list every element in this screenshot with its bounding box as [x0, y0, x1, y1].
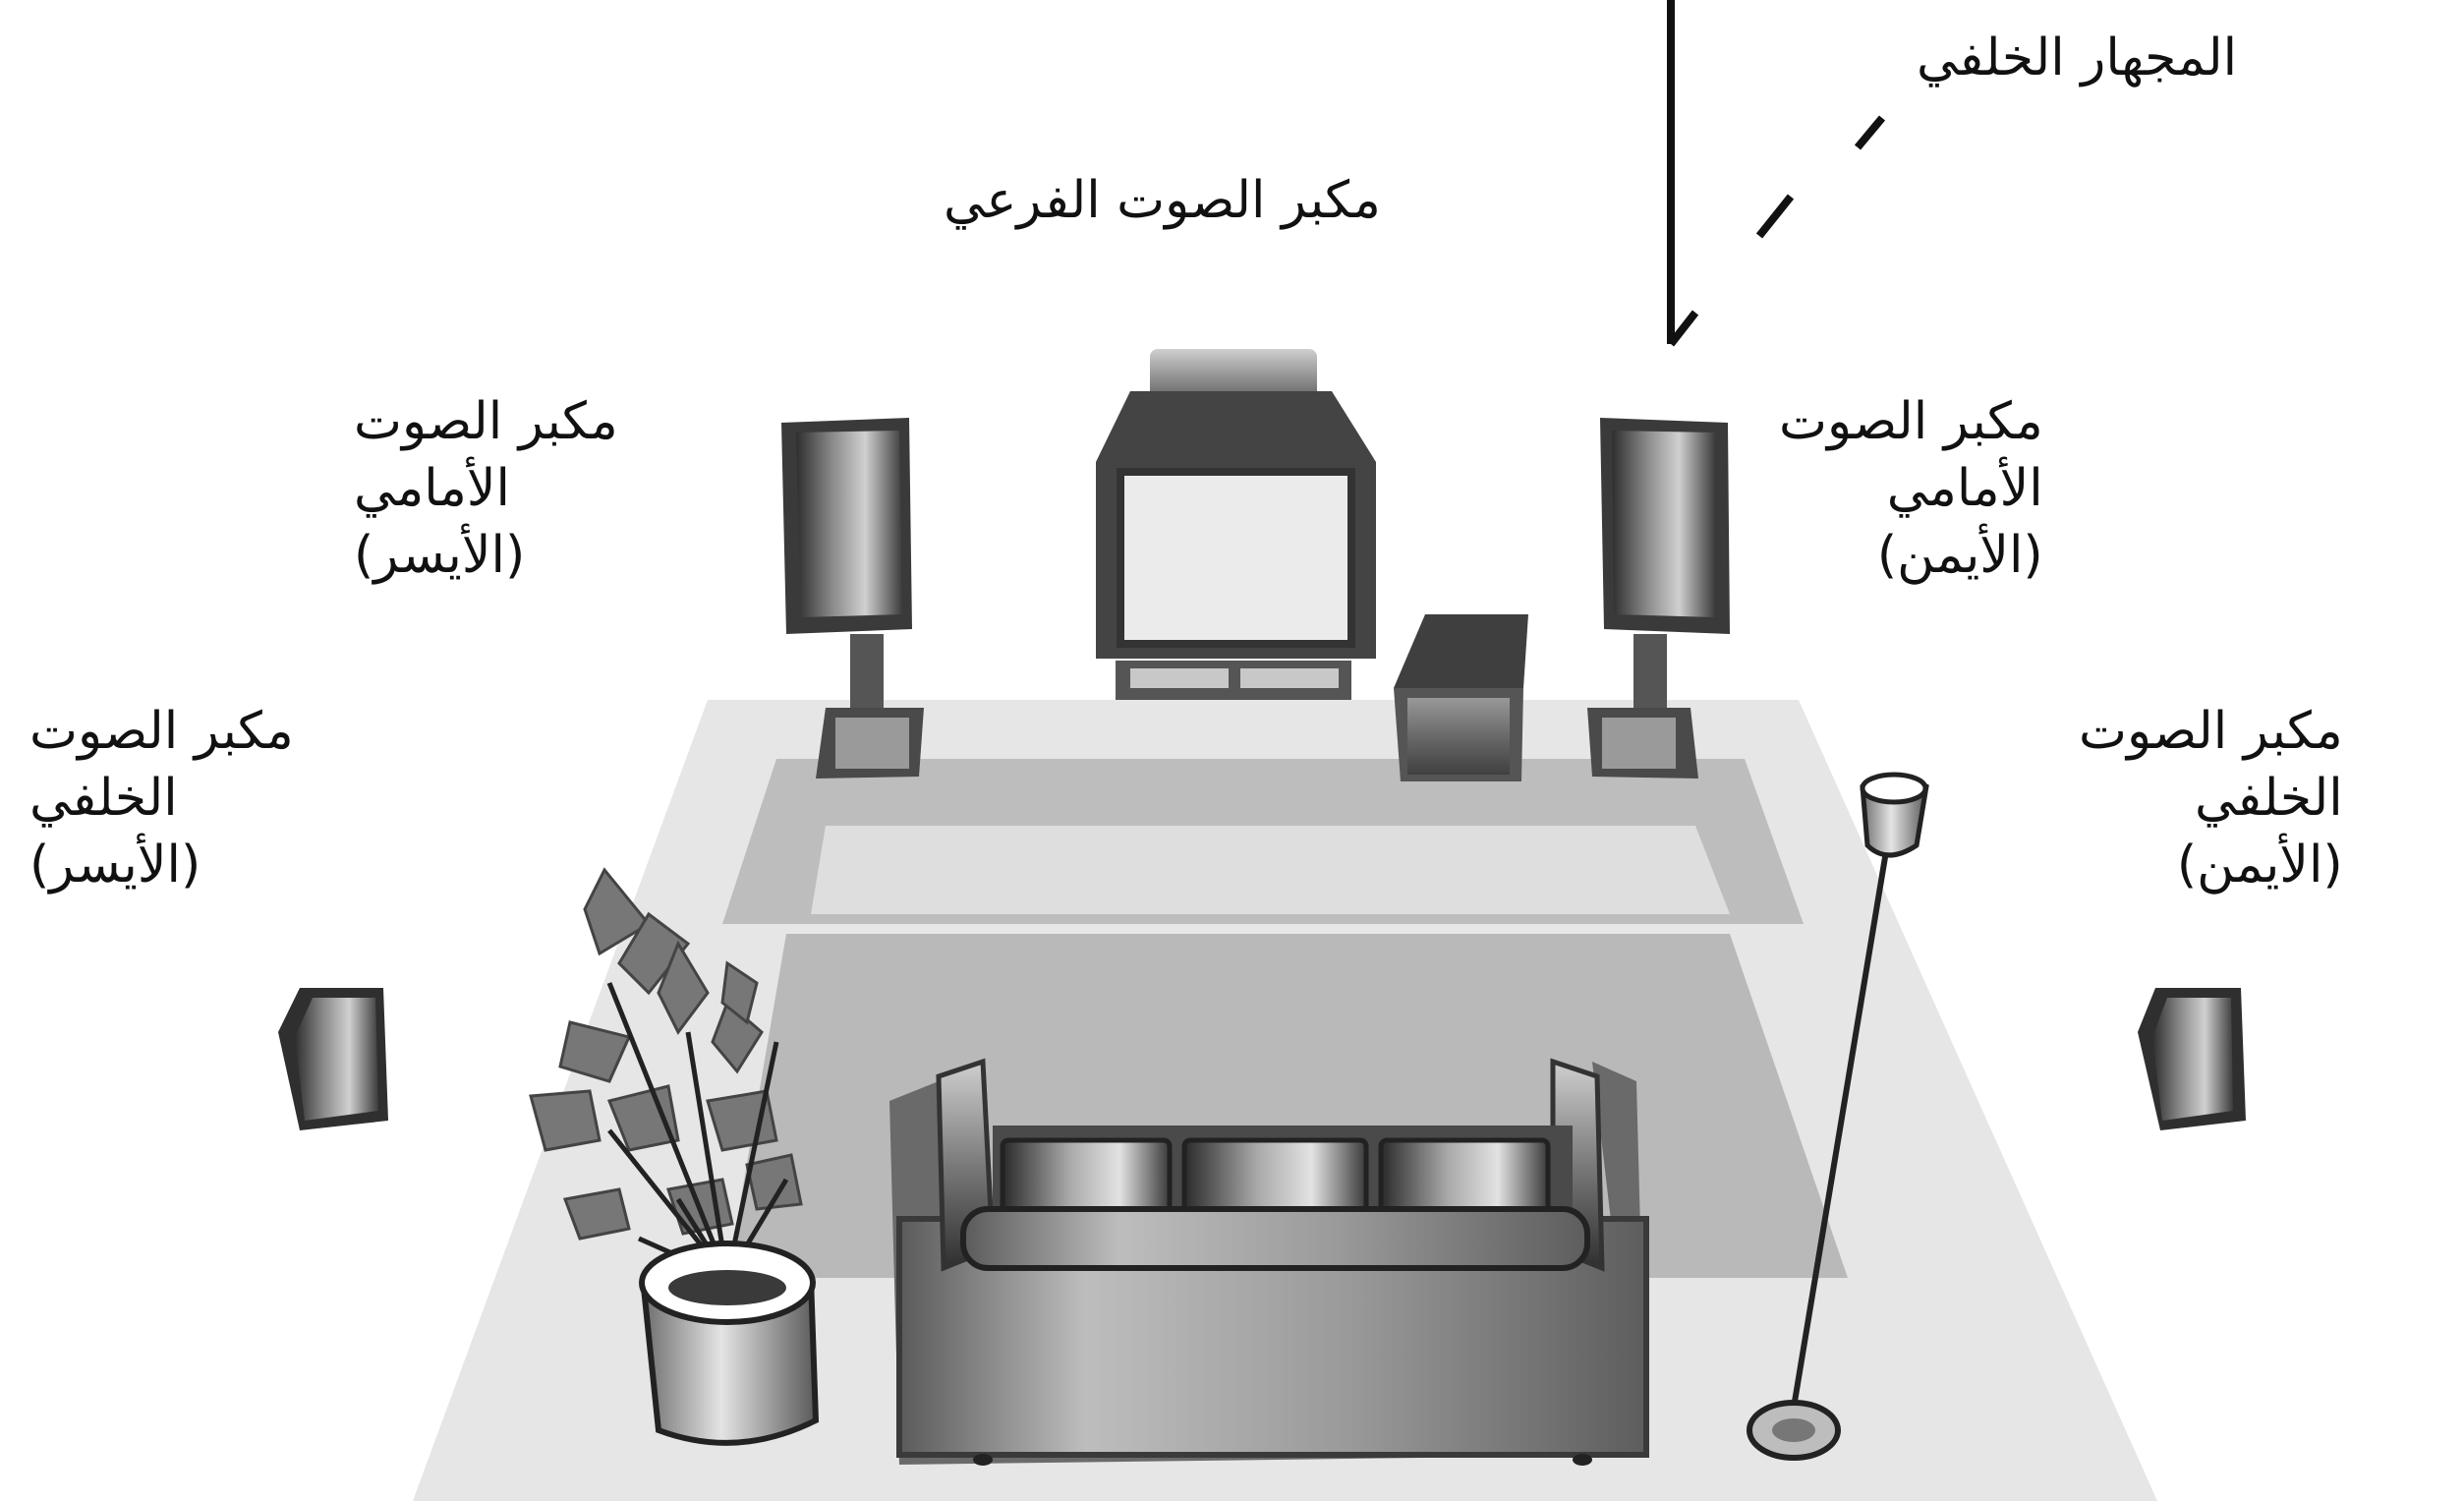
label-front-right: مكبر الصوت الأمامي (الأيمن): [1779, 388, 2043, 589]
label-rear-device-text: المجهار الخلفي: [1917, 25, 2237, 91]
label-rear-right-line1: مكبر الصوت: [2079, 698, 2343, 765]
rear-device-pointer: [1671, 0, 1882, 344]
label-front-left-line3: (الأيسر): [354, 522, 618, 589]
label-rear-right-line2: الخلفي: [2079, 765, 2343, 832]
rear-left-speaker: [278, 988, 388, 1130]
label-front-right-line2: الأمامي: [1779, 455, 2043, 522]
label-rear-left-line2: الخلفي: [29, 765, 294, 832]
label-rear-device: المجهار الخلفي: [1917, 25, 2237, 91]
rear-right-speaker: [2138, 988, 2246, 1130]
label-rear-right-line3: (الأيمن): [2079, 832, 2343, 898]
label-subwoofer-text: مكبر الصوت الفرعي: [944, 167, 1381, 234]
label-front-right-line3: (الأيمن): [1779, 522, 2043, 589]
label-front-left-line2: الأمامي: [354, 455, 618, 522]
label-rear-left-line3: (الأيسر): [29, 832, 294, 898]
carpet-back-inner: [811, 826, 1730, 914]
label-rear-left: مكبر الصوت الخلفي (الأيسر): [29, 698, 294, 898]
subwoofer: [1394, 614, 1528, 781]
television: [1096, 349, 1376, 700]
label-front-left-line1: مكبر الصوت: [354, 388, 618, 455]
label-rear-left-line1: مكبر الصوت: [29, 698, 294, 765]
label-subwoofer: مكبر الصوت الفرعي: [944, 167, 1381, 234]
label-front-left: مكبر الصوت الأمامي (الأيسر): [354, 388, 618, 589]
label-front-right-line1: مكبر الصوت: [1779, 388, 2043, 455]
label-rear-right: مكبر الصوت الخلفي (الأيمن): [2079, 698, 2343, 898]
